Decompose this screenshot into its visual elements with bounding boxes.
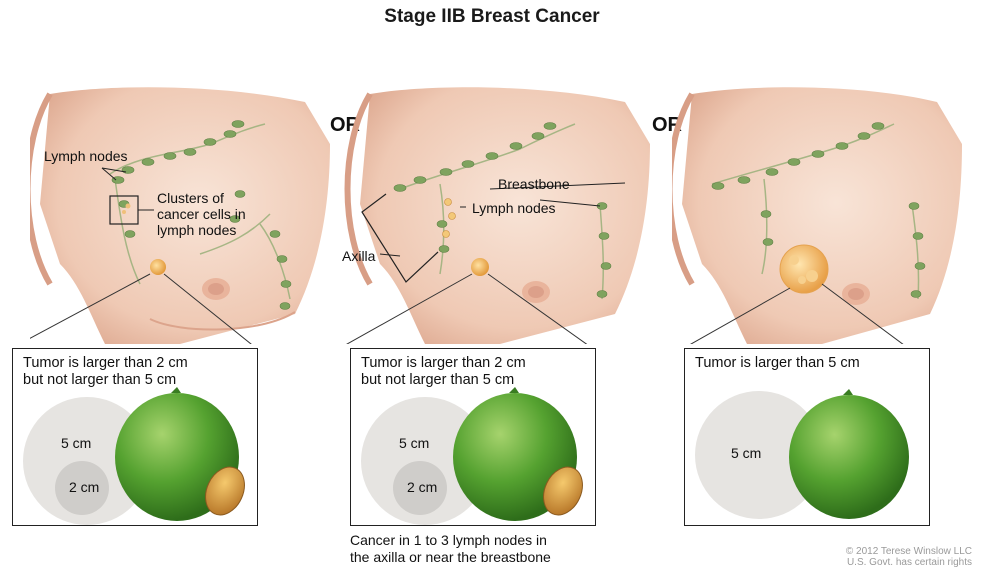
copyright-line1: © 2012 Terese Winslow LLC [846,546,972,557]
footer-line2: the axilla or near the breastbone [350,549,551,565]
copyright-line2: U.S. Govt. has certain rights [846,557,972,568]
lymph-nodes-label-2: Lymph nodes [472,200,556,217]
footer-line1: Cancer in 1 to 3 lymph nodes in [350,532,547,548]
clusters-label-line2: cancer cells in [157,206,246,223]
diagram-title: Stage IIB Breast Cancer [0,6,984,28]
panel-3-illustration [672,84,972,344]
box-1-line1: Tumor is larger than 2 cm [23,355,188,371]
label-5cm-3: 5 cm [731,445,761,461]
panel-2-illustration: Breastbone Lymph nodes Axilla [340,84,660,344]
box-3-line1: Tumor is larger than 5 cm [695,355,860,371]
label-2cm-2: 2 cm [407,479,437,495]
panel-1-size-box: Tumor is larger than 2 cm but not larger… [12,348,258,526]
lime-and-peanut-illustration-2 [447,387,587,527]
breastbone-label: Breastbone [498,176,570,193]
panel-1-illustration: Lymph nodes Clusters of cancer cells in … [30,84,340,344]
axilla-label: Axilla [342,248,375,265]
lime-illustration-3 [783,385,923,525]
clusters-label-line1: Clusters of [157,190,224,207]
box-2-line2: but not larger than 5 cm [361,372,514,388]
lymph-nodes-label: Lymph nodes [44,148,128,165]
label-5cm: 5 cm [61,435,91,451]
label-5cm-2: 5 cm [399,435,429,451]
panel-2-size-box: Tumor is larger than 2 cm but not larger… [350,348,596,526]
box-1-line2: but not larger than 5 cm [23,372,176,388]
box-2-line1: Tumor is larger than 2 cm [361,355,526,371]
clusters-label-line3: lymph nodes [157,222,236,239]
panel-3-size-box: Tumor is larger than 5 cm 5 cm [684,348,930,526]
lime-and-peanut-illustration [109,387,249,527]
label-2cm: 2 cm [69,479,99,495]
panel-3-breast-drawing [672,84,972,344]
